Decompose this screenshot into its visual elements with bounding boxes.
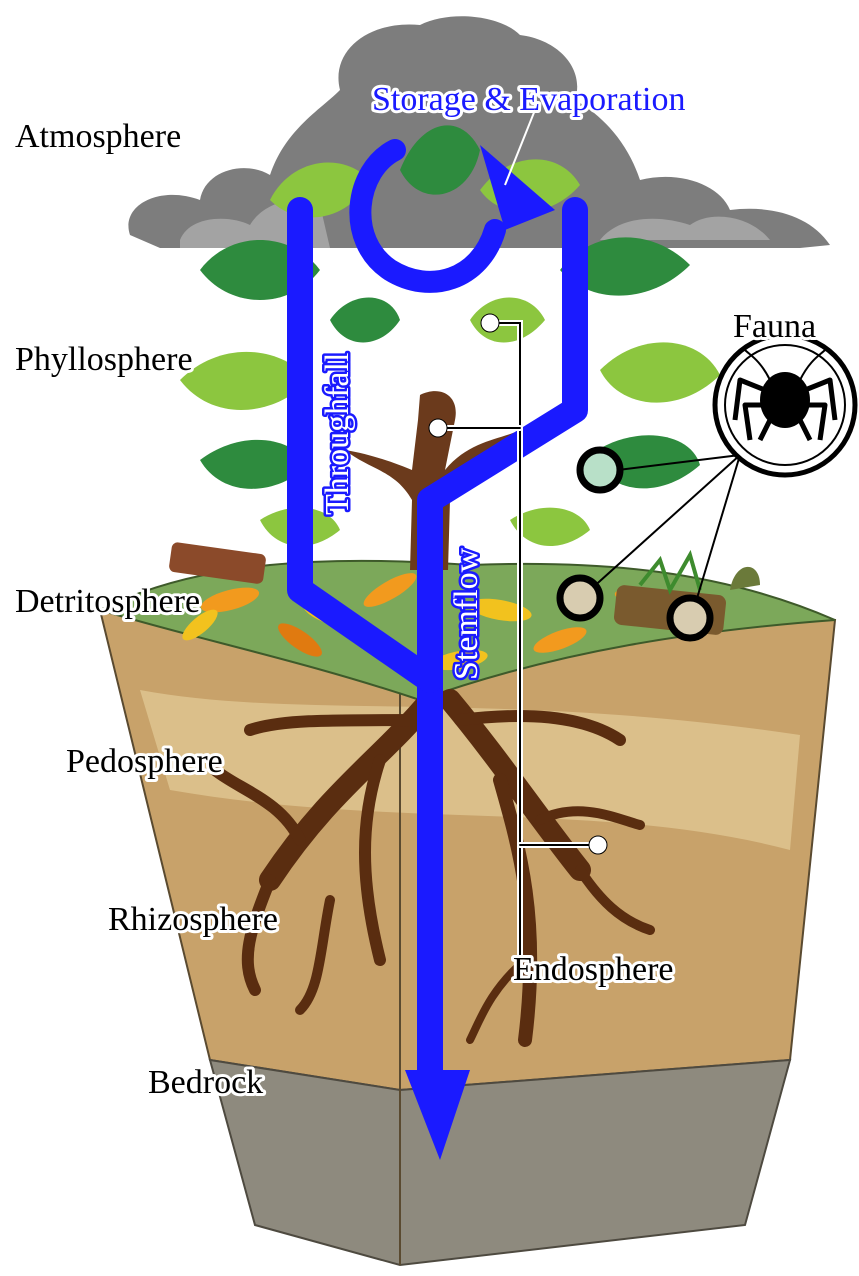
label-stemflow: Stemflow	[448, 547, 485, 680]
label-detritosphere: Detritosphere	[15, 583, 200, 620]
label-endosphere: Endosphere	[513, 951, 674, 988]
bug-icon	[715, 335, 855, 475]
label-fauna: Fauna	[733, 308, 816, 345]
label-atmosphere: Atmosphere	[15, 118, 181, 155]
label-pedosphere: Pedosphere	[66, 743, 223, 780]
label-throughfall: Throughfall	[319, 353, 356, 515]
cloud	[128, 16, 830, 248]
label-phyllosphere: Phyllosphere	[15, 341, 193, 378]
label-bedrock: Bedrock	[148, 1064, 263, 1101]
label-storage-evaporation: Storage & Evaporation	[372, 81, 685, 118]
label-rhizosphere: Rhizosphere	[108, 901, 278, 938]
